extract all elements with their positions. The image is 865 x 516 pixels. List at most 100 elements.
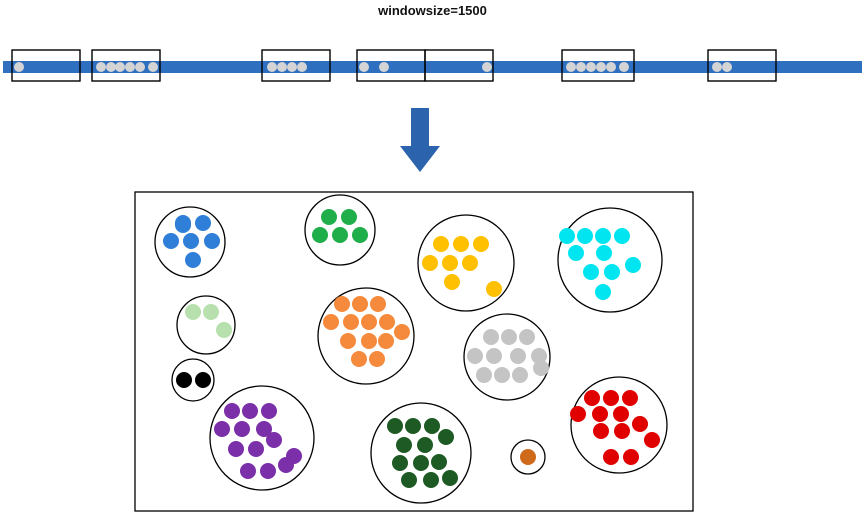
cluster-point <box>216 322 232 338</box>
windows-layer <box>11 49 777 82</box>
cluster-point <box>596 245 612 261</box>
cluster-point <box>195 215 211 231</box>
cluster-point <box>204 233 220 249</box>
cluster-point <box>195 372 211 388</box>
cluster-circle <box>510 439 546 475</box>
cluster-point <box>583 264 599 280</box>
read-dot <box>619 62 629 72</box>
read-dot <box>606 62 616 72</box>
cluster-point <box>531 348 547 364</box>
window-box <box>707 49 777 82</box>
cluster-point <box>203 304 219 320</box>
cluster-circle <box>171 358 215 402</box>
cluster-point <box>623 449 639 465</box>
read-dot <box>135 62 145 72</box>
cluster-point <box>163 233 179 249</box>
cluster-point <box>214 421 230 437</box>
cluster-point <box>644 432 660 448</box>
cluster-point <box>228 441 244 457</box>
cluster-point <box>442 255 458 271</box>
cluster-circle <box>176 295 236 355</box>
read-dot <box>379 62 389 72</box>
cluster-point <box>595 284 611 300</box>
down-arrow-icon <box>400 108 440 172</box>
cluster-point <box>242 403 258 419</box>
cluster-circle <box>570 376 668 474</box>
cluster-point <box>334 296 350 312</box>
cluster-point <box>352 227 368 243</box>
window-box <box>91 49 161 82</box>
cluster-point <box>442 470 458 486</box>
cluster-point <box>413 455 429 471</box>
cluster-point <box>312 227 328 243</box>
read-dot <box>712 62 722 72</box>
cluster-point <box>422 255 438 271</box>
cluster-point <box>568 245 584 261</box>
cluster-point <box>260 463 276 479</box>
cluster-point <box>476 367 492 383</box>
cluster-point <box>379 314 395 330</box>
cluster-point <box>453 236 469 252</box>
cluster-point <box>361 333 377 349</box>
cluster-point <box>625 257 641 273</box>
cluster-point <box>483 329 499 345</box>
cluster-point <box>248 441 264 457</box>
cluster-point <box>613 406 629 422</box>
cluster-point <box>261 403 277 419</box>
window-box <box>261 49 331 82</box>
read-dot <box>148 62 158 72</box>
cluster-point <box>570 406 586 422</box>
cluster-point <box>501 329 517 345</box>
read-dot <box>586 62 596 72</box>
cluster-point <box>394 324 410 340</box>
cluster-circle <box>304 194 376 266</box>
read-dot <box>106 62 116 72</box>
cluster-point <box>224 403 240 419</box>
cluster-point <box>423 472 439 488</box>
read-dot <box>96 62 106 72</box>
cluster-circle <box>317 287 415 385</box>
cluster-circle <box>209 385 315 491</box>
cluster-circle <box>557 207 663 313</box>
cluster-point <box>433 236 449 252</box>
cluster-point <box>351 351 367 367</box>
cluster-box <box>134 191 694 512</box>
cluster-point <box>595 228 611 244</box>
cluster-point <box>520 449 536 465</box>
read-dot <box>115 62 125 72</box>
cluster-point <box>240 463 256 479</box>
cluster-point <box>175 217 191 233</box>
cluster-point <box>614 228 630 244</box>
read-dot <box>576 62 586 72</box>
cluster-point <box>352 296 368 312</box>
cluster-point <box>593 423 609 439</box>
window-box <box>561 49 635 82</box>
cluster-point <box>424 418 440 434</box>
read-dot <box>267 62 277 72</box>
cluster-point <box>519 329 535 345</box>
cluster-point <box>592 406 608 422</box>
cluster-point <box>396 437 412 453</box>
cluster-point <box>405 418 421 434</box>
cluster-point <box>321 209 337 225</box>
cluster-point <box>234 421 250 437</box>
cluster-point <box>584 390 600 406</box>
cluster-point <box>343 314 359 330</box>
read-dot <box>596 62 606 72</box>
cluster-point <box>266 432 282 448</box>
cluster-point <box>473 236 489 252</box>
cluster-point <box>438 429 454 445</box>
cluster-point <box>378 333 394 349</box>
cluster-point <box>559 228 575 244</box>
cluster-point <box>185 252 201 268</box>
cluster-point <box>392 455 408 471</box>
cluster-point <box>486 281 502 297</box>
cluster-circle <box>154 206 226 278</box>
cluster-point <box>486 348 502 364</box>
cluster-point <box>401 472 417 488</box>
read-dot <box>297 62 307 72</box>
cluster-point <box>577 228 593 244</box>
cluster-point <box>444 274 460 290</box>
cluster-point <box>510 348 526 364</box>
